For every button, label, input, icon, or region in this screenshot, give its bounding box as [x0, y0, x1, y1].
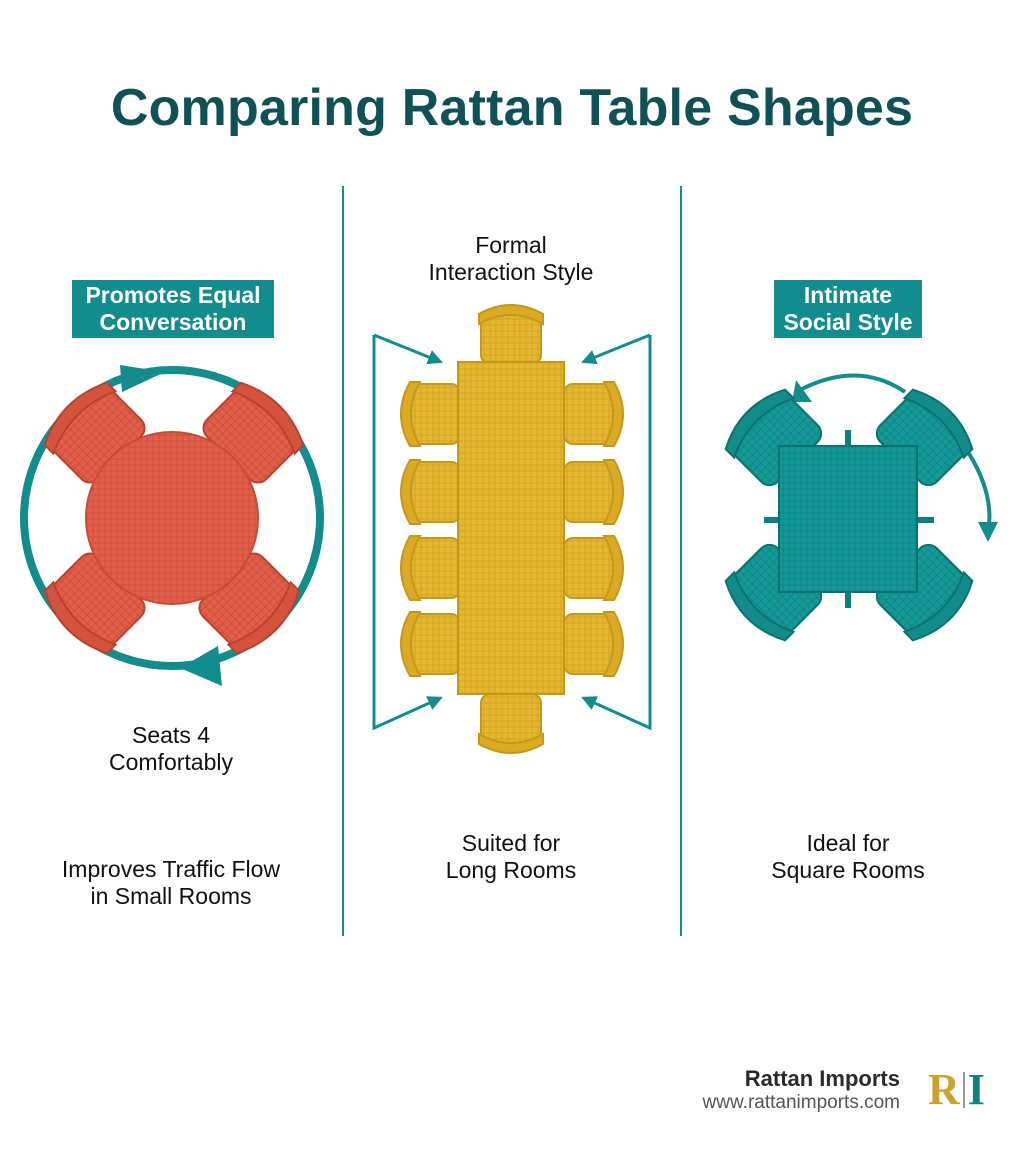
rect-style-caption: Formal Interaction Style	[361, 232, 661, 286]
rect-top-line1: Formal	[475, 232, 547, 258]
rect-chair-right-1	[563, 381, 624, 447]
round-circulation-ring	[20, 366, 324, 670]
rect-caption-line1: Suited for	[461, 830, 561, 856]
rect-table-group	[372, 304, 652, 754]
square-room-caption: Ideal for Square Rooms	[698, 830, 998, 884]
rect-chair-right-2	[563, 459, 624, 525]
square-caption-line1: Ideal for	[806, 830, 890, 856]
round-caption1-line2: Comfortably	[109, 749, 233, 775]
brand-url[interactable]: www.rattanimports.com	[702, 1092, 900, 1113]
square-badge-line2: Social Style	[783, 309, 913, 335]
round-table-group	[20, 365, 324, 686]
rect-chair-left-3	[400, 535, 461, 601]
square-arrow-right	[966, 450, 992, 533]
rect-chair-head	[478, 304, 544, 365]
rect-chair-foot	[478, 693, 544, 754]
square-arrow-top	[799, 373, 907, 394]
rect-chair-right-3	[563, 535, 624, 601]
round-arrow-head-top	[120, 365, 165, 392]
round-badge-line2: Conversation	[99, 309, 247, 335]
rect-chair-left-2	[400, 459, 461, 525]
logo-letter-left: R	[928, 1065, 960, 1114]
round-caption2-line1: Improves Traffic Flow	[61, 856, 281, 882]
round-caption1-line1: Seats 4	[132, 722, 210, 748]
round-badge-line1: Promotes Equal	[85, 282, 261, 308]
square-badge-line1: Intimate	[803, 282, 893, 308]
square-caption-line2: Square Rooms	[771, 857, 925, 883]
divider-right	[680, 186, 682, 936]
rect-chair-left-1	[400, 381, 461, 447]
rect-room-caption: Suited for Long Rooms	[361, 830, 661, 884]
logo-letter-right: I	[967, 1065, 985, 1114]
round-benefit-badge: Promotes Equal Conversation	[72, 280, 274, 338]
rect-top-line2: Interaction Style	[428, 259, 594, 285]
square-table-group	[716, 373, 998, 650]
round-arrow-head-bottom	[180, 646, 222, 686]
round-seating-caption: Seats 4 Comfortably	[21, 722, 321, 776]
rect-chair-right-4	[563, 611, 624, 677]
round-room-caption: Improves Traffic Flow in Small Rooms	[21, 856, 321, 910]
rect-tabletop	[457, 361, 565, 695]
page-title: Comparing Rattan Table Shapes	[110, 79, 914, 137]
round-caption2-line2: in Small Rooms	[90, 883, 252, 909]
rect-caption-line2: Long Rooms	[445, 857, 577, 883]
divider-left	[342, 186, 344, 936]
round-tabletop	[85, 431, 259, 605]
square-tabletop	[778, 445, 918, 593]
brand-name: Rattan Imports	[744, 1066, 900, 1091]
square-benefit-badge: Intimate Social Style	[774, 280, 922, 338]
rect-chair-left-4	[400, 611, 461, 677]
